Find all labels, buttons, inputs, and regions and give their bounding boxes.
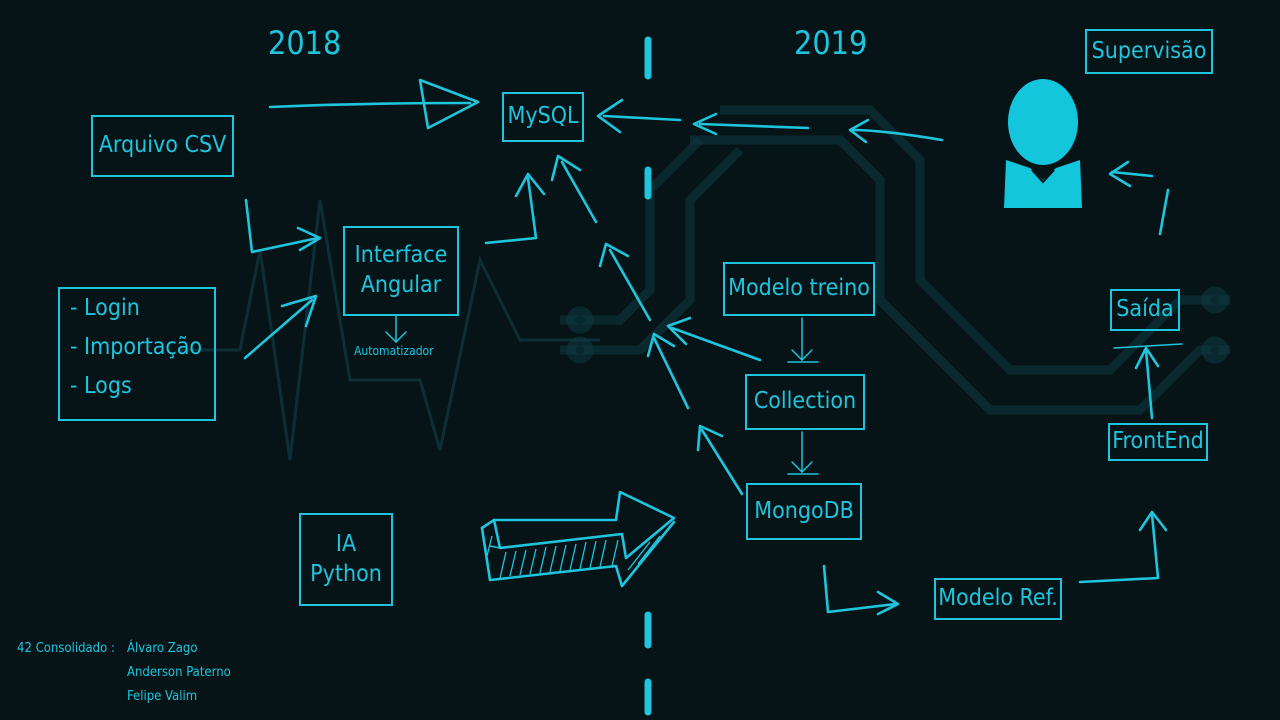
node-ia-python: IA Python	[299, 513, 393, 606]
arrow-csv-to-interface	[244, 198, 322, 254]
arrow-mongodb-to-modelo-ref	[822, 564, 900, 616]
arrow-frontend-to-saida	[1113, 343, 1183, 420]
arrow-interface-to-automatizador	[385, 315, 407, 344]
arrow-collection-to-mongodb	[787, 431, 819, 475]
feature-item-login: - Login	[70, 295, 140, 321]
node-interface-angular: Interface Angular	[343, 226, 459, 316]
node-features-list: - Login - Importação - Logs	[58, 287, 216, 421]
circuit-background	[180, 105, 1230, 461]
node-supervisao: Supervisão	[1085, 29, 1213, 74]
arrow-treino-to-collection	[787, 317, 819, 363]
node-saida: Saída	[1110, 289, 1180, 331]
label-automatizador: Automatizador	[354, 344, 434, 358]
arrow-interface-to-mysql	[484, 172, 546, 245]
node-modelo-treino: Modelo treino	[723, 262, 875, 316]
arrow-2018-to-mysql	[268, 78, 480, 130]
big-arrow-icon	[480, 490, 676, 588]
node-arquivo-csv: Arquivo CSV	[91, 115, 234, 177]
year-2018: 2018	[268, 24, 342, 62]
node-collection: Collection	[745, 374, 865, 430]
arrow-mongodb-to-chain	[696, 424, 744, 496]
arrow-features-to-interface	[243, 294, 318, 360]
arrow-saida-to-supervisao	[1108, 160, 1170, 236]
arrow-modelo-ref-to-frontend	[1078, 510, 1168, 584]
credit-name: Felipe Valim	[127, 689, 198, 704]
credits: 42 Consolidado : Álvaro Zago Anderson Pa…	[17, 637, 257, 709]
arrow-supervisao-to-mysql	[596, 98, 944, 144]
credit-name: Anderson Paterno	[127, 665, 231, 680]
arrow-collection-to-mysql	[550, 154, 762, 410]
node-mysql: MySQL	[502, 92, 584, 142]
person-icon	[1004, 79, 1082, 208]
feature-item-importacao: - Importação	[70, 334, 203, 361]
node-frontend: FrontEnd	[1108, 423, 1208, 461]
feature-item-logs: - Logs	[70, 373, 132, 400]
node-modelo-ref: Modelo Ref.	[934, 578, 1062, 620]
credits-label: 42 Consolidado :	[17, 641, 115, 656]
node-mongodb: MongoDB	[746, 483, 862, 540]
credit-name: Álvaro Zago	[127, 641, 198, 656]
credits-names: Álvaro Zago Anderson Paterno Felipe Vali…	[127, 637, 231, 709]
year-2019: 2019	[794, 24, 868, 62]
